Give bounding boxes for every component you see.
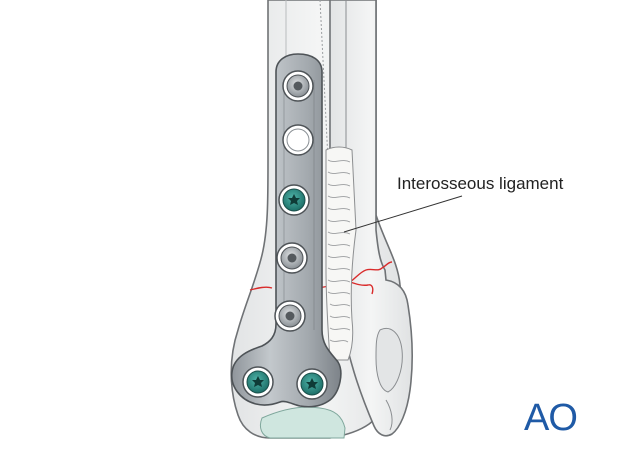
screw-teal-3 [296, 368, 328, 400]
screw-locking-grey-3 [274, 300, 306, 332]
empty-screw-hole [282, 124, 314, 156]
screw-teal-1 [278, 184, 310, 216]
annotation-leader-line [343, 195, 463, 233]
screw-locking-grey-1 [282, 70, 314, 102]
interosseous-ligament [325, 146, 357, 361]
screw-teal-2 [242, 366, 274, 398]
screw-locking-grey-2 [276, 242, 308, 274]
ao-logo: AO [524, 397, 577, 439]
annotation-label: Interosseous ligament [397, 174, 564, 193]
